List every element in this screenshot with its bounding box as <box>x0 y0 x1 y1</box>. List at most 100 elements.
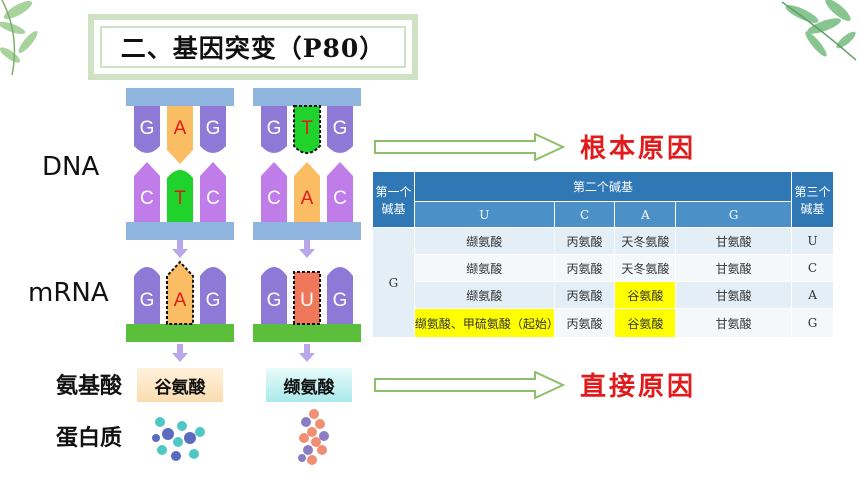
table-cell: 天冬氨酸 <box>614 227 677 255</box>
second-base-cell: C <box>553 201 616 228</box>
base-block <box>261 106 287 153</box>
normal-protein-icon <box>152 417 205 461</box>
base-block <box>200 162 226 222</box>
arrow-down-icon <box>172 344 188 362</box>
highlighted-cell: 缬氨酸、甲硫氨酸（起始） <box>413 308 559 338</box>
dna-bottom-base: A <box>301 188 314 209</box>
base-block <box>261 162 287 222</box>
dna-top-base: T <box>301 118 313 139</box>
table-cell: 甘氨酸 <box>675 227 793 255</box>
table-cell: 甘氨酸 <box>675 281 793 309</box>
direct-cause-label: 直接原因 <box>580 372 697 402</box>
codon-table: 第一个碱基 第二个碱基 第三个碱基 U C A G G 缬氨酸 丙氨酸 天冬氨酸… <box>372 171 834 338</box>
table-row: 缬氨酸 丙氨酸 谷氨酸 甘氨酸 A <box>373 281 834 309</box>
first-base-header: 第一个碱基 <box>372 171 415 228</box>
normal-dna-diagram: G A G C T C <box>126 88 234 240</box>
table-cell: 缬氨酸 <box>413 254 555 282</box>
dna-bottom-base: C <box>140 188 154 209</box>
base-block <box>200 106 226 153</box>
dna-bottom-base: C <box>333 188 347 209</box>
amino-acid-label: 氨基酸 <box>56 373 123 399</box>
dna-top-base: G <box>333 118 348 139</box>
mutant-dna-diagram: G T G C A C <box>253 88 361 240</box>
base-block <box>167 106 193 164</box>
third-base-cell: G <box>791 308 834 338</box>
mutated-base-block <box>293 105 321 154</box>
base-block <box>327 106 353 153</box>
dna-top-backbone <box>253 88 361 106</box>
highlighted-cell: 谷氨酸 <box>614 308 677 338</box>
table-cell: 天冬氨酸 <box>614 254 677 282</box>
mutant-mrna-diagram: G U G <box>253 267 361 342</box>
table-cell: 丙氨酸 <box>553 308 616 338</box>
table-cell: 丙氨酸 <box>553 281 616 309</box>
mrna-base: G <box>267 290 282 311</box>
base-block <box>200 267 226 324</box>
base-block <box>134 106 160 153</box>
page-title: 二、基因突变（P80） <box>120 34 386 63</box>
mrna-base: A <box>174 290 187 311</box>
dna-bottom-base: C <box>267 188 281 209</box>
third-base-cell: A <box>791 281 834 309</box>
mrna-base: G <box>333 290 348 311</box>
dna-top-base: G <box>140 118 155 139</box>
table-cell: 缬氨酸 <box>413 227 555 255</box>
dna-top-base: G <box>206 118 221 139</box>
base-block <box>134 267 160 324</box>
dna-bottom-backbone <box>253 222 361 240</box>
normal-amino-acid-box: 谷氨酸 <box>137 368 223 402</box>
table-row: G 缬氨酸 丙氨酸 天冬氨酸 甘氨酸 U <box>372 227 834 338</box>
normal-mrna-diagram: G A G <box>126 260 234 342</box>
table-row: 缬氨酸、甲硫氨酸（起始） 丙氨酸 谷氨酸 甘氨酸 G <box>373 308 834 338</box>
arrow-down-icon <box>299 344 315 362</box>
base-block <box>261 267 287 324</box>
title-frame: 二、基因突变（P80） <box>88 14 418 80</box>
dna-top-backbone <box>126 88 234 106</box>
root-cause-label: 根本原因 <box>580 134 697 164</box>
table-cell: 甘氨酸 <box>675 308 793 338</box>
arrow-down-icon <box>299 240 315 258</box>
highlighted-cell: 谷氨酸 <box>614 281 677 309</box>
dna-label: DNA <box>42 152 100 182</box>
dna-bottom-base: C <box>206 188 220 209</box>
mrna-base: G <box>206 290 221 311</box>
table-row: 缬氨酸 丙氨酸 天冬氨酸 甘氨酸 C <box>373 254 834 282</box>
leaf-decoration-left <box>0 0 38 76</box>
third-base-cell: C <box>791 254 834 282</box>
mutated-base-block <box>293 271 321 325</box>
first-base-cell: G <box>372 227 415 338</box>
table-cell: 缬氨酸 <box>413 281 555 309</box>
second-base-cell: A <box>614 201 677 228</box>
table-cell: 丙氨酸 <box>553 227 616 255</box>
table-cell: 丙氨酸 <box>553 254 616 282</box>
base-block <box>327 267 353 324</box>
direct-cause-arrow-icon <box>374 371 566 399</box>
dna-top-base: A <box>174 118 187 139</box>
third-base-header: 第三个碱基 <box>791 171 834 228</box>
protein-label: 蛋白质 <box>56 425 123 451</box>
mutant-protein-icon <box>298 409 329 465</box>
table-cell: 甘氨酸 <box>675 254 793 282</box>
second-base-cell: G <box>675 201 793 228</box>
root-cause-arrow-icon <box>374 133 566 161</box>
mrna-label: mRNA <box>28 278 109 308</box>
mutant-amino-acid-box: 缬氨酸 <box>266 368 352 402</box>
mrna-backbone <box>126 324 234 342</box>
second-base-cell: U <box>413 201 555 228</box>
leaf-decoration-right <box>781 0 857 61</box>
dna-top-base: G <box>267 118 282 139</box>
third-base-cell: U <box>791 227 834 255</box>
mrna-base: U <box>300 290 314 311</box>
dna-bottom-base: T <box>174 188 186 209</box>
base-block <box>327 162 353 222</box>
dna-bottom-backbone <box>126 222 234 240</box>
arrow-down-icon <box>172 240 188 258</box>
base-block <box>167 170 193 222</box>
base-block <box>134 162 160 222</box>
mrna-backbone <box>253 324 361 342</box>
mutated-base-block <box>294 162 320 222</box>
codon-table-container: 第一个碱基 第二个碱基 第三个碱基 U C A G G 缬氨酸 丙氨酸 天冬氨酸… <box>372 171 834 338</box>
base-block <box>166 260 194 325</box>
second-base-header: 第二个碱基 <box>413 171 793 202</box>
mrna-base: G <box>140 290 155 311</box>
